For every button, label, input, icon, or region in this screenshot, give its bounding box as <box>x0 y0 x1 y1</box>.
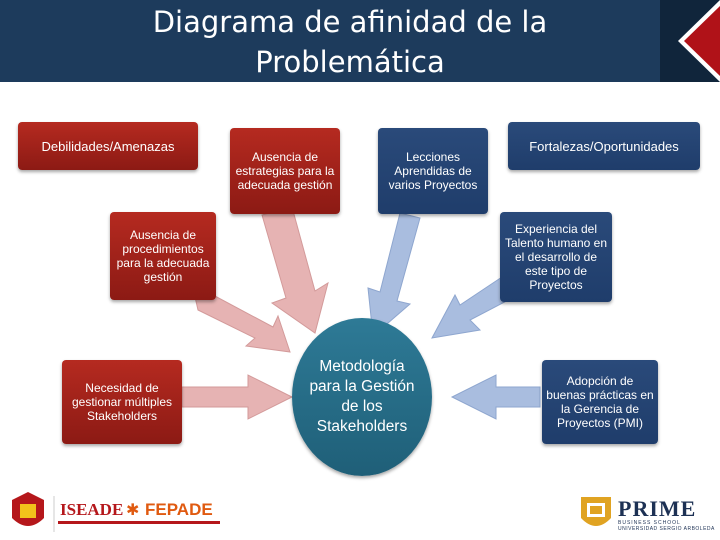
box-ausencia-estrategias-label: Ausencia de estrategias para la adecuada… <box>235 150 335 192</box>
box-fortalezas-oportunidades-label: Fortalezas/Oportunidades <box>529 138 679 154</box>
box-ausencia-estrategias: Ausencia de estrategias para la adecuada… <box>230 128 340 214</box>
box-necesidad-stakeholders: Necesidad de gestionar múltiples Stakeho… <box>62 360 182 444</box>
circle-metodologia: Metodología para la Gestión de los Stake… <box>292 318 432 476</box>
title-line-1: Diagrama de afinidad de la <box>152 5 548 39</box>
arrow-lecciones <box>367 212 421 338</box>
prime-logo: PRIME BUSINESS SCHOOL UNIVERSIDAD SERGIO… <box>578 494 715 534</box>
corner-diamond-icon <box>678 0 720 82</box>
prime-shield-icon <box>581 497 611 526</box>
arrow-estrategias <box>261 206 329 334</box>
box-debilidades-amenazas: Debilidades/Amenazas <box>18 122 198 170</box>
arrow-adopcion <box>450 374 541 420</box>
prime-subtitle-2: UNIVERSIDAD SERGIO ARBOLEDA <box>618 526 715 532</box>
box-experiencia-talento: Experiencia del Talento humano en el des… <box>500 212 612 302</box>
page-title: Diagrama de afinidad de la Problemática <box>0 2 700 82</box>
box-necesidad-stakeholders-label: Necesidad de gestionar múltiples Stakeho… <box>71 381 173 423</box>
prime-subtitle-1: BUSINESS SCHOOL <box>618 520 681 526</box>
box-adopcion-pmi-label: Adopción de buenas prácticas en la Geren… <box>546 374 654 430</box>
box-experiencia-talento-label: Experiencia del Talento humano en el des… <box>504 222 608 292</box>
fepade-icon: ✱ <box>126 500 140 519</box>
box-ausencia-procedimientos-label: Ausencia de procedimientos para la adecu… <box>116 228 210 284</box>
circle-metodologia-label: Metodología para la Gestión de los Stake… <box>309 358 415 435</box>
box-fortalezas-oportunidades: Fortalezas/Oportunidades <box>508 122 700 170</box>
iseade-fepade-logo: ISEADE ✱ FEPADE <box>8 488 223 536</box>
prime-wordmark: PRIME <box>618 496 697 521</box>
box-adopcion-pmi: Adopción de buenas prácticas en la Geren… <box>542 360 658 444</box>
box-ausencia-procedimientos: Ausencia de procedimientos para la adecu… <box>110 212 216 300</box>
arrow-necesidad <box>181 374 294 420</box>
iseade-logo-graphic <box>12 492 220 532</box>
box-lecciones-aprendidas: Lecciones Aprendidas de varios Proyectos <box>378 128 488 214</box>
box-debilidades-amenazas-label: Debilidades/Amenazas <box>41 138 175 154</box>
fepade-wordmark: FEPADE <box>145 500 213 519</box>
iseade-wordmark: ISEADE <box>60 500 124 519</box>
title-line-2: Problemática <box>255 45 445 79</box>
box-lecciones-aprendidas-label: Lecciones Aprendidas de varios Proyectos <box>388 150 478 192</box>
